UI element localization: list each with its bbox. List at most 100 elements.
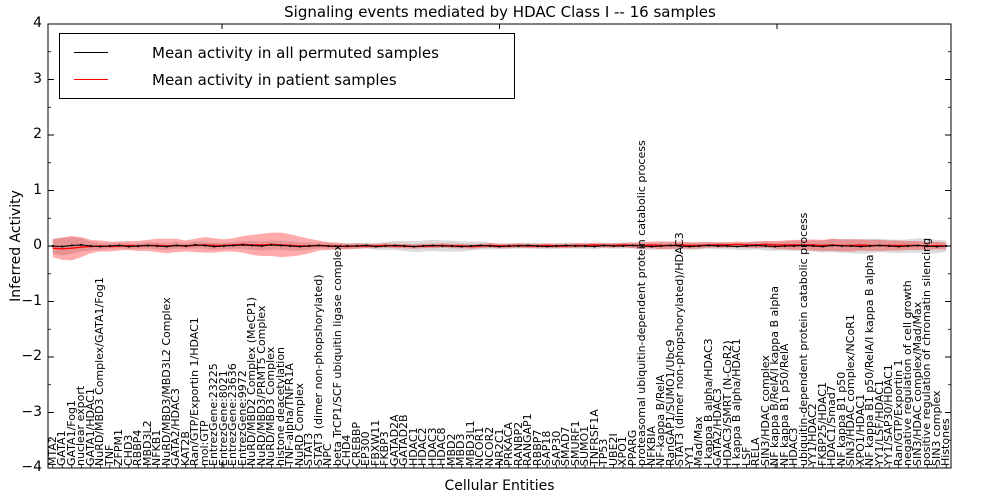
data-point-marker bbox=[194, 243, 197, 246]
y-tick-label: 2 bbox=[33, 126, 42, 142]
data-point-marker bbox=[317, 244, 320, 247]
data-point-marker bbox=[812, 244, 815, 248]
data-point-marker bbox=[450, 244, 454, 248]
data-point-marker bbox=[270, 243, 273, 246]
y-tick-label: −4 bbox=[21, 459, 42, 475]
data-point-marker bbox=[251, 244, 254, 247]
y-tick-label: −1 bbox=[21, 292, 42, 309]
data-point-marker bbox=[327, 244, 330, 248]
data-point-marker bbox=[412, 245, 416, 248]
data-point-marker bbox=[346, 244, 349, 248]
data-point-marker bbox=[593, 245, 596, 248]
data-point-marker bbox=[783, 244, 786, 248]
data-point-marker bbox=[146, 244, 149, 247]
data-point-marker bbox=[859, 245, 862, 248]
data-point-marker bbox=[583, 244, 587, 248]
data-point-marker bbox=[602, 244, 606, 247]
data-point-marker bbox=[384, 244, 387, 248]
legend-entry-patient: Mean activity in patient samples bbox=[60, 71, 514, 89]
data-point-marker bbox=[688, 245, 691, 248]
data-point-marker bbox=[888, 244, 891, 248]
data-point-marker bbox=[907, 244, 910, 248]
data-point-marker bbox=[555, 244, 558, 248]
x-tick-label: NuRD/MBD3 Complex/GATA1/Fog1 bbox=[93, 277, 107, 466]
data-point-marker bbox=[878, 244, 881, 247]
data-point-marker bbox=[289, 244, 292, 248]
y-tick-label: 3 bbox=[33, 70, 42, 87]
data-point-marker bbox=[222, 244, 225, 248]
y-tick-label: 4 bbox=[33, 15, 42, 31]
data-point-marker bbox=[89, 244, 92, 248]
data-point-marker bbox=[260, 244, 263, 248]
data-point-marker bbox=[403, 244, 406, 248]
data-point-marker bbox=[336, 245, 340, 248]
data-point-marker bbox=[507, 244, 511, 248]
data-point-marker bbox=[355, 244, 359, 248]
data-point-marker bbox=[764, 244, 767, 248]
data-point-marker bbox=[821, 245, 824, 248]
data-point-marker bbox=[184, 244, 187, 248]
x-axis-label: Cellular Entities bbox=[444, 478, 555, 494]
patient-line-swatch bbox=[74, 79, 108, 80]
data-point-marker bbox=[213, 245, 216, 248]
x-tick-label: Histones bbox=[939, 418, 953, 466]
data-point-marker bbox=[61, 245, 64, 248]
permuted-line-swatch bbox=[74, 52, 108, 53]
data-point-marker bbox=[365, 244, 368, 247]
data-point-marker bbox=[308, 244, 311, 248]
data-point-marker bbox=[669, 244, 672, 247]
y-tick-label: −2 bbox=[21, 348, 42, 364]
data-point-marker bbox=[431, 244, 435, 247]
data-point-marker bbox=[536, 244, 539, 248]
data-point-marker bbox=[118, 244, 121, 247]
data-point-marker bbox=[916, 244, 919, 247]
data-point-marker bbox=[564, 244, 568, 247]
data-point-marker bbox=[802, 244, 805, 247]
data-point-marker bbox=[488, 244, 492, 248]
data-point-marker bbox=[717, 244, 720, 248]
data-point-marker bbox=[393, 244, 397, 247]
data-point-marker bbox=[850, 244, 853, 248]
data-point-marker bbox=[526, 244, 530, 247]
x-tick-label: beta TrCP1/SCF ubiquitin ligase complex bbox=[330, 244, 344, 466]
data-point-marker bbox=[640, 244, 644, 248]
data-point-marker bbox=[631, 244, 634, 247]
data-point-marker bbox=[869, 244, 872, 248]
legend-label-permuted: Mean activity in all permuted samples bbox=[152, 43, 439, 62]
data-point-marker bbox=[441, 244, 444, 248]
data-point-marker bbox=[698, 244, 701, 248]
data-point-marker bbox=[298, 245, 301, 248]
data-point-marker bbox=[165, 245, 168, 248]
data-point-marker bbox=[422, 244, 425, 248]
data-point-marker bbox=[679, 244, 682, 248]
data-point-marker bbox=[650, 245, 653, 248]
x-tick-label: proteasomal ubiquitin-dependent protein … bbox=[635, 140, 649, 466]
data-point-marker bbox=[574, 244, 577, 248]
data-point-marker bbox=[517, 244, 520, 248]
data-point-marker bbox=[736, 245, 739, 248]
data-point-marker bbox=[70, 244, 73, 247]
data-point-marker bbox=[156, 244, 159, 248]
data-point-marker bbox=[774, 245, 777, 248]
data-point-marker bbox=[659, 244, 663, 248]
y-tick-label: 1 bbox=[33, 181, 42, 198]
data-point-marker bbox=[840, 244, 843, 248]
data-point-marker bbox=[232, 244, 235, 247]
data-point-marker bbox=[108, 244, 111, 248]
y-tick-label: −3 bbox=[21, 403, 42, 420]
x-tick-label: STAT3 (dimer non-phopshorylated)/HDAC3 bbox=[673, 232, 687, 466]
data-point-marker bbox=[374, 245, 378, 248]
data-point-marker bbox=[241, 243, 244, 246]
data-point-marker bbox=[745, 244, 748, 248]
legend-box: Mean activity in all permuted samples Me… bbox=[59, 33, 515, 99]
data-point-marker bbox=[460, 245, 463, 248]
data-point-marker bbox=[479, 244, 482, 247]
chart-title: Signaling events mediated by HDAC Class … bbox=[284, 3, 716, 21]
legend-label-patient: Mean activity in patient samples bbox=[152, 70, 397, 89]
data-point-marker bbox=[926, 244, 929, 248]
data-point-marker bbox=[707, 244, 710, 247]
data-point-marker bbox=[793, 244, 796, 248]
data-point-marker bbox=[621, 244, 625, 248]
data-point-marker bbox=[935, 245, 938, 248]
